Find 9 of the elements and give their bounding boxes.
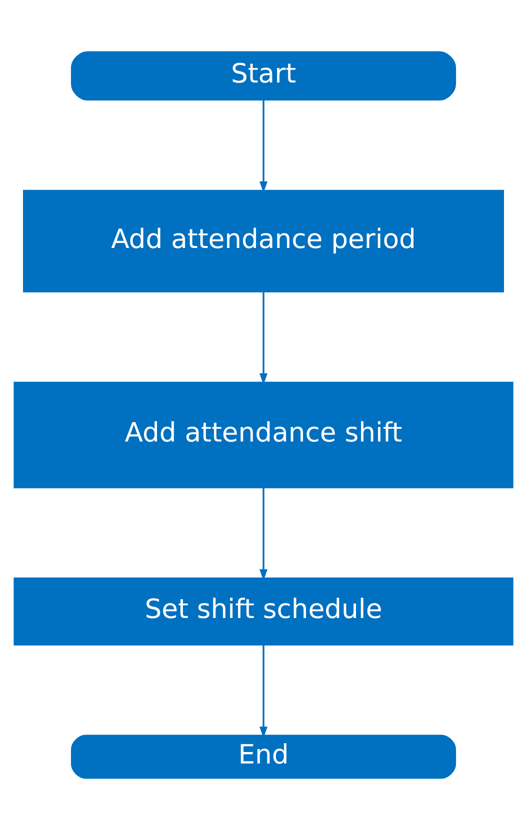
arrow: [258, 488, 268, 580]
arrow: [258, 644, 268, 738]
arrow: [258, 292, 268, 384]
node-box: End: [70, 734, 456, 778]
node-box: Start: [70, 50, 456, 100]
node-box: Add attendance period: [22, 189, 504, 292]
node-box: Add attendance shift: [13, 381, 513, 488]
node-box: Set shift schedule: [13, 577, 513, 646]
arrow: [258, 100, 268, 192]
